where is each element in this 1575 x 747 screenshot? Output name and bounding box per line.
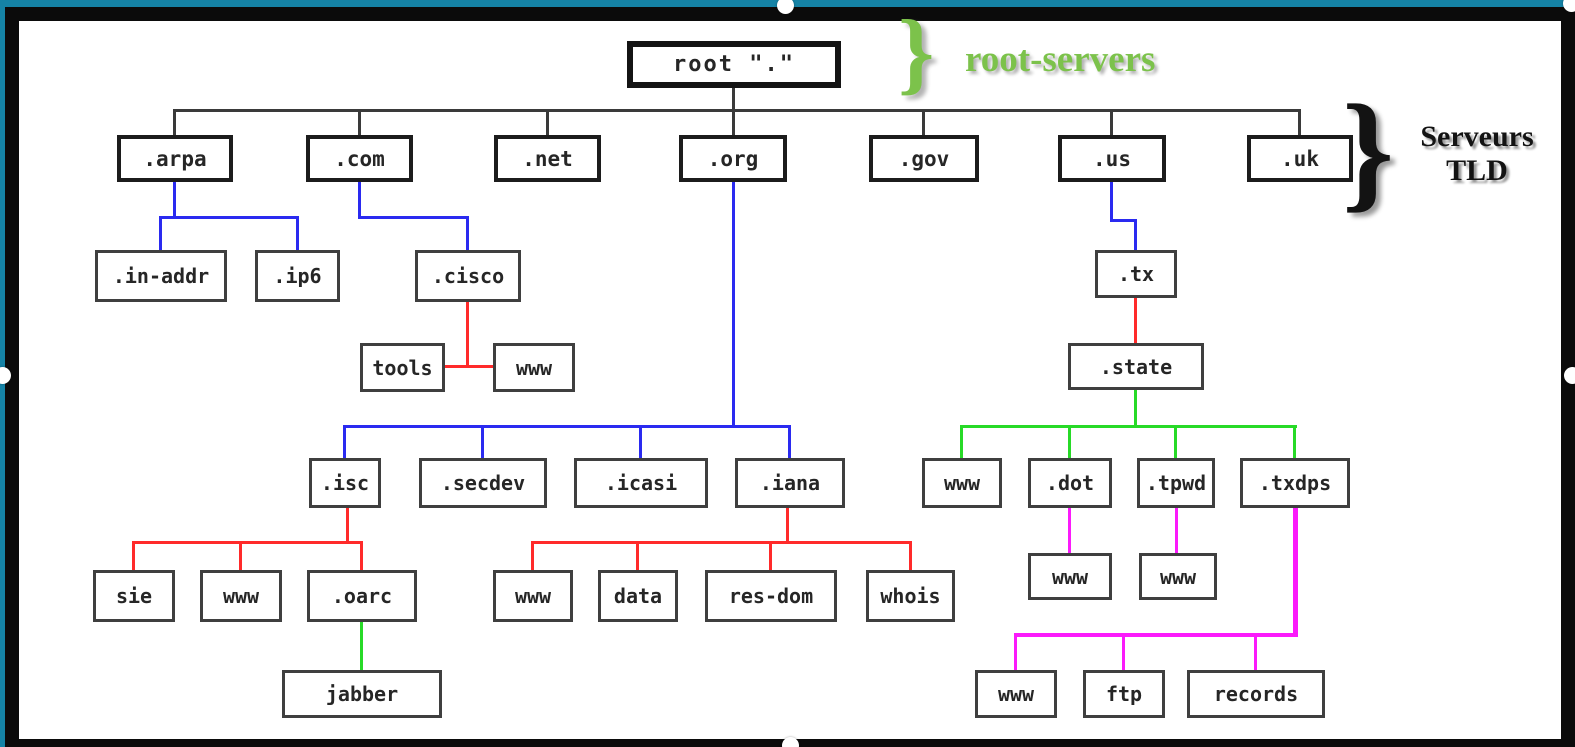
resize-handle-top-center[interactable] [777,0,794,14]
line-segment [1122,633,1125,670]
node-root: root "." [627,41,841,88]
node-www-state: www [922,458,1002,508]
line-segment [1134,298,1137,343]
resize-handle-middle-left[interactable] [0,367,11,384]
root-servers-brace: } [898,1,935,103]
line-segment [343,425,346,458]
node-us: .us [1058,135,1166,182]
line-segment [769,541,772,570]
resize-handle-middle-right[interactable] [1564,367,1575,384]
line-segment [960,425,1297,428]
line-segment [1068,425,1071,458]
node-oarc: .oarc [307,570,417,622]
line-segment [1293,425,1296,458]
line-segment [960,425,963,458]
node-tx: .tx [1095,250,1177,298]
node-iana: .iana [735,458,845,508]
line-segment [466,216,469,250]
node-state: .state [1068,343,1204,390]
line-segment [788,425,791,458]
node-in-addr: .in-addr [95,250,227,302]
line-segment [909,541,912,570]
line-segment [636,541,639,570]
node-com: .com [306,135,413,182]
node-whois: whois [866,570,955,622]
node-www-txdps: www [975,670,1057,718]
line-segment [1174,425,1177,458]
node-txdps: .txdps [1240,458,1350,508]
node-tpwd: .tpwd [1137,458,1215,508]
line-segment [922,109,925,135]
line-segment [531,541,912,544]
node-net: .net [494,135,601,182]
line-segment [732,182,735,428]
line-segment [358,216,469,219]
node-isc: .isc [309,458,381,508]
line-segment [1298,109,1301,135]
node-www-tpwd: www [1139,553,1217,600]
line-segment [466,302,469,368]
tld-servers-label-line2: TLD [1446,154,1508,187]
line-segment [173,182,176,219]
line-segment [132,541,135,570]
node-dot: .dot [1028,458,1112,508]
node-secdev: .secdev [419,458,547,508]
line-segment [1110,219,1137,222]
line-segment [443,365,495,368]
tld-brace: } [1342,77,1395,224]
line-segment [159,216,162,250]
line-segment [1068,508,1071,553]
node-icasi: .icasi [574,458,708,508]
root-servers-label: root-servers [965,39,1156,80]
node-sie: sie [93,570,175,622]
resize-handle-top-right[interactable] [1563,0,1575,12]
line-segment [1175,508,1178,553]
line-segment [639,425,642,458]
diagram-canvas [19,21,1561,739]
line-segment [786,508,789,544]
line-segment [531,541,534,570]
line-segment [343,425,791,428]
node-ftp: ftp [1083,670,1165,718]
line-segment [358,109,361,135]
node-data: data [598,570,678,622]
line-segment [1134,390,1137,428]
tld-servers-label-line1: Serveurs [1420,120,1534,153]
node-www-cisco: www [493,343,575,392]
line-segment [1134,219,1137,250]
resize-handle-bottom-center[interactable] [782,737,799,747]
node-uk: .uk [1247,135,1353,182]
node-tools: tools [360,343,445,392]
line-segment [1254,633,1257,670]
line-segment [360,541,363,570]
line-segment [358,182,361,219]
line-segment [1110,182,1113,222]
line-segment [132,541,363,544]
node-cisco: .cisco [415,250,521,302]
node-www-isc: www [200,570,282,622]
node-jabber: jabber [282,670,442,718]
node-www-dot: www [1028,553,1112,600]
node-arpa: .arpa [117,135,233,182]
line-segment [360,622,363,670]
line-segment [346,508,349,544]
line-segment [174,109,1301,112]
line-segment [296,216,299,250]
node-gov: .gov [869,135,979,182]
line-segment [1014,633,1017,670]
node-ip6: .ip6 [255,250,340,302]
line-segment [239,541,242,570]
line-segment [546,109,549,135]
line-segment [173,109,176,135]
node-www-iana: www [493,570,573,622]
tld-servers-label: Serveurs TLD [1392,120,1562,188]
node-res-dom: res-dom [705,570,837,622]
line-segment [1293,508,1298,637]
line-segment [1110,109,1113,135]
line-segment [159,216,299,219]
node-org: .org [679,135,787,182]
line-segment [481,425,484,458]
node-records: records [1187,670,1325,718]
line-segment [1014,633,1298,637]
